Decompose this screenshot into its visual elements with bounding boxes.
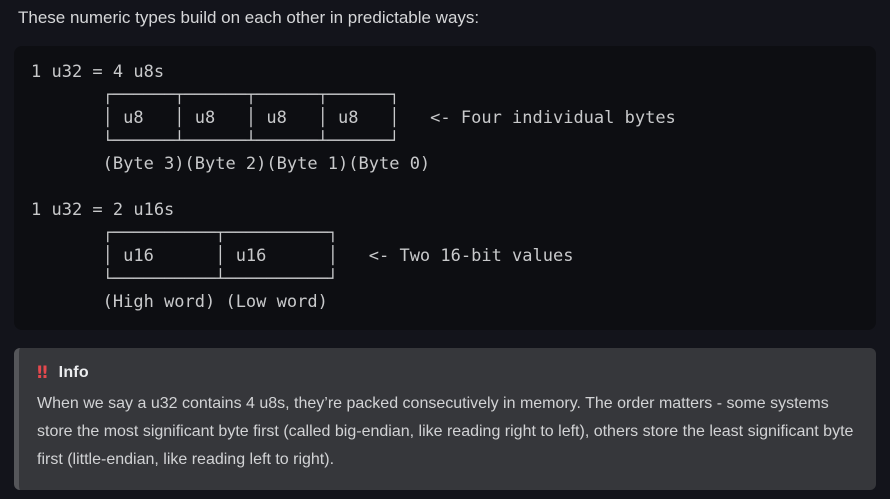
info-callout: ‼ Info When we say a u32 contains 4 u8s,… — [14, 348, 876, 490]
info-callout-header: ‼ Info — [37, 363, 856, 383]
code-block: 1 u32 = 4 u8s ┌──────┬──────┬──────┬────… — [14, 46, 876, 330]
info-callout-body: When we say a u32 contains 4 u8s, they’r… — [37, 395, 854, 468]
info-callout-title: Info — [58, 364, 89, 381]
double-exclamation-icon: ‼ — [37, 363, 48, 383]
ascii-diagram-code: 1 u32 = 4 u8s ┌──────┬──────┬──────┬────… — [31, 62, 676, 312]
page-heading: These numeric types build on each other … — [18, 8, 480, 27]
